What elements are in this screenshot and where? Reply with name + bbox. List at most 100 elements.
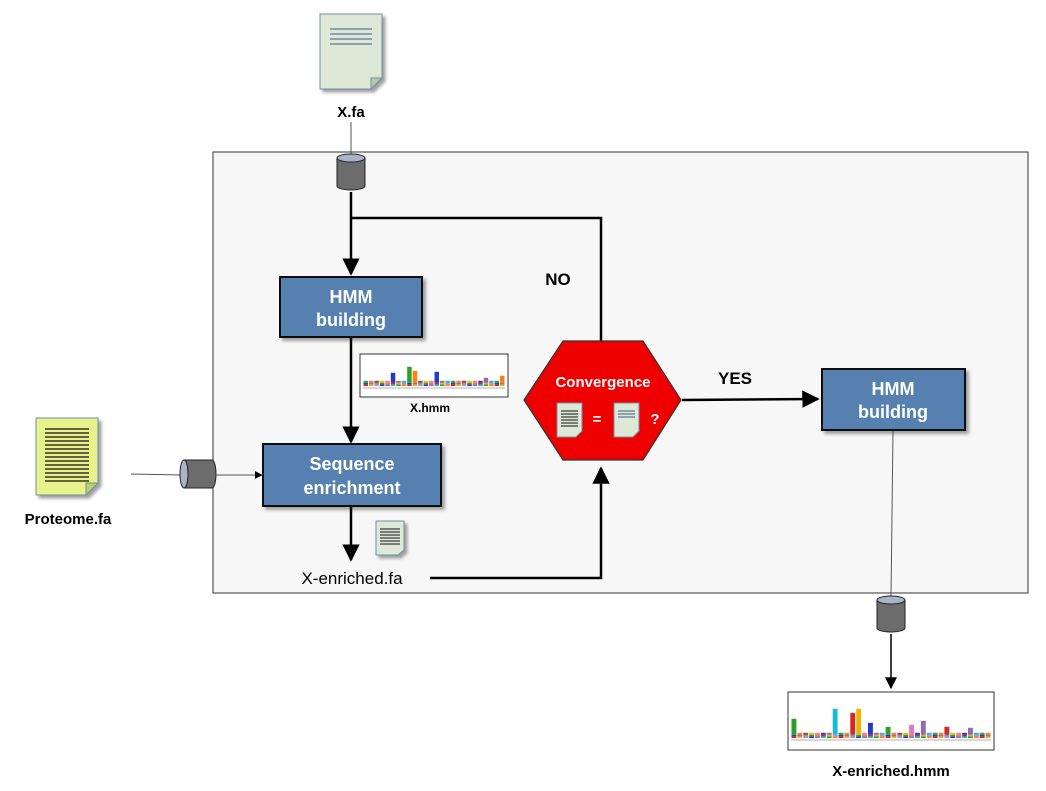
logo-glyph — [820, 736, 826, 738]
logo-glyph — [938, 734, 944, 737]
logo-glyph — [891, 732, 897, 735]
logo-glyph — [915, 734, 920, 737]
compare-file-right-icon — [613, 402, 640, 438]
question-mark: ? — [650, 411, 659, 428]
logo-glyph — [472, 384, 478, 386]
hmm-building-label-1: HMM — [330, 287, 373, 307]
logo-glyph — [401, 382, 407, 385]
logo-glyph — [820, 732, 826, 735]
logo-glyph — [412, 384, 418, 386]
logo-glyph — [494, 384, 500, 386]
hmm-logo-image — [359, 353, 509, 398]
logo-glyph — [407, 382, 412, 385]
equals-sign: = — [593, 411, 602, 428]
logo-glyph — [909, 736, 914, 738]
logo-glyph — [472, 382, 478, 385]
logo-glyph — [369, 382, 374, 385]
logo-glyph — [979, 736, 985, 738]
logo-glyph — [844, 734, 850, 737]
logo-glyph — [973, 734, 979, 737]
logo-glyph — [885, 734, 891, 737]
logo-glyph — [932, 736, 938, 738]
logo-glyph — [903, 734, 909, 737]
enriched-file-label: X-enriched.fa — [301, 569, 403, 588]
logo-glyph — [440, 380, 445, 383]
logo-glyph — [885, 736, 891, 738]
logo-glyph — [873, 732, 879, 735]
logo-glyph — [850, 736, 856, 738]
logo-glyph — [423, 382, 429, 385]
logo-glyph — [489, 380, 494, 383]
input-file-lines — [330, 28, 372, 45]
logo-glyph — [434, 382, 439, 385]
logo-glyph — [856, 734, 862, 737]
logo-glyph — [897, 734, 903, 737]
logo-glyph — [803, 736, 809, 738]
logo-glyph — [968, 734, 973, 737]
logo-glyph — [950, 734, 956, 737]
yes-label: YES — [718, 369, 752, 388]
logo-glyph — [979, 734, 985, 737]
logo-glyph — [489, 382, 494, 385]
logo-glyph — [407, 366, 412, 383]
logo-glyph — [926, 732, 932, 735]
logo-glyph — [363, 382, 368, 385]
logo-glyph — [962, 732, 967, 735]
logo-glyph — [483, 377, 489, 383]
logo-glyph — [467, 382, 472, 385]
logo-glyph — [897, 732, 903, 735]
logo-glyph — [868, 736, 873, 738]
logo-glyph — [862, 734, 867, 737]
final-hmm-building-box — [821, 368, 966, 431]
logo-glyph — [429, 384, 434, 386]
logo-glyph — [832, 734, 838, 737]
sequence-enrichment-label-1: Sequence — [309, 454, 394, 474]
logo-glyph — [407, 384, 412, 386]
logo-glyph — [850, 734, 856, 737]
logo-glyph — [791, 736, 797, 738]
logo-glyph — [885, 726, 891, 735]
logo-glyph — [489, 384, 494, 386]
logo-glyph — [456, 382, 461, 385]
compare-file-right-lines — [618, 410, 635, 418]
logo-glyph — [815, 734, 820, 737]
input-cylinder-icon — [336, 153, 366, 191]
proteome-file-lines — [45, 428, 89, 482]
enriched-file-lines — [380, 528, 400, 545]
logo-glyph — [873, 736, 879, 738]
logo-glyph — [950, 732, 956, 735]
logo-glyph — [429, 382, 434, 385]
logo-glyph — [483, 384, 489, 386]
input-file-label: X.fa — [337, 104, 365, 121]
logo-glyph — [385, 380, 390, 383]
logo-glyph — [879, 736, 885, 738]
logo-glyph — [826, 734, 832, 737]
logo-glyph — [856, 708, 862, 735]
logo-glyph — [494, 382, 500, 385]
logo-glyph — [500, 384, 505, 386]
logo-glyph — [815, 736, 820, 738]
logo-glyph — [820, 734, 826, 737]
logo-glyph — [445, 382, 450, 385]
hmm-file-label: X.hmm — [410, 401, 450, 415]
logo-glyph — [478, 380, 483, 383]
logo-glyph — [809, 732, 814, 735]
logo-glyph — [369, 380, 374, 383]
logo-glyph — [862, 732, 867, 735]
logo-glyph — [483, 382, 489, 385]
logo-glyph — [390, 384, 396, 386]
logo-glyph — [968, 727, 973, 735]
logo-glyph — [985, 732, 991, 735]
proteome-file-label: Proteome.fa — [25, 511, 112, 528]
logo-glyph — [956, 732, 962, 735]
logo-glyph — [478, 382, 483, 385]
logo-glyph — [467, 384, 472, 386]
final-hmm-logo-image — [787, 691, 995, 751]
logo-glyph — [418, 380, 423, 383]
logo-glyph — [809, 736, 814, 738]
logo-glyph — [838, 732, 844, 735]
logo-glyph — [434, 384, 439, 386]
logo-glyph — [374, 382, 379, 385]
logo-glyph — [844, 732, 850, 735]
